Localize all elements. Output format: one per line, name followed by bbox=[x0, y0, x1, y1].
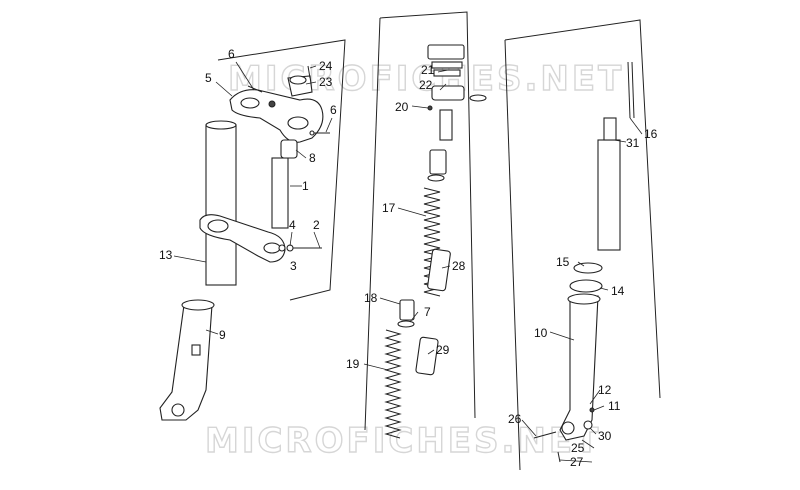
ball-20 bbox=[427, 105, 433, 111]
lower-slider-right bbox=[559, 295, 599, 441]
lower-slider-left bbox=[159, 304, 213, 421]
callout-labels: 1 2 3 4 5 6 6 7 8 9 10 11 12 13 14 15 16… bbox=[159, 47, 658, 469]
callout-1: 1 bbox=[302, 179, 309, 193]
panel-frame-right bbox=[504, 19, 661, 471]
callout-2: 2 bbox=[313, 218, 320, 232]
washer-3 bbox=[278, 244, 286, 252]
callout-22: 22 bbox=[419, 78, 433, 92]
callout-8: 8 bbox=[309, 151, 316, 165]
damper-piston bbox=[429, 149, 447, 175]
o-ring bbox=[469, 94, 487, 102]
bolt-24 bbox=[307, 65, 311, 79]
callout-7: 7 bbox=[424, 305, 431, 319]
callout-6-side: 6 bbox=[330, 103, 337, 117]
screw-27 bbox=[557, 451, 561, 463]
clamp-hole-left bbox=[240, 97, 260, 109]
callout-11: 11 bbox=[608, 399, 621, 413]
seal-14 bbox=[569, 279, 603, 293]
washer-30 bbox=[583, 420, 593, 430]
callout-16: 16 bbox=[644, 127, 658, 141]
panel-frame-middle bbox=[364, 11, 476, 431]
fork-stanchion bbox=[205, 124, 237, 286]
callout-31: 31 bbox=[626, 136, 640, 150]
callout-13: 13 bbox=[159, 248, 173, 262]
callout-20: 20 bbox=[395, 100, 409, 114]
callout-14: 14 bbox=[611, 284, 625, 298]
callout-17: 17 bbox=[382, 201, 396, 215]
callout-9: 9 bbox=[219, 328, 226, 342]
callout-27: 27 bbox=[570, 455, 584, 469]
fork-assembly-left bbox=[159, 65, 330, 421]
callout-23: 23 bbox=[319, 75, 333, 89]
callout-4: 4 bbox=[289, 218, 296, 232]
spring-19 bbox=[384, 329, 402, 439]
callout-5: 5 bbox=[205, 71, 212, 85]
callout-3: 3 bbox=[290, 259, 297, 273]
spacer-18 bbox=[399, 299, 415, 321]
rod-16 bbox=[627, 61, 631, 119]
callout-21: 21 bbox=[421, 63, 435, 77]
ring-21a bbox=[431, 61, 463, 69]
bolt-6-top bbox=[247, 85, 263, 93]
leader-lines bbox=[173, 61, 643, 463]
callout-24: 24 bbox=[319, 59, 333, 73]
callout-26: 26 bbox=[508, 412, 522, 426]
callout-30: 30 bbox=[598, 429, 612, 443]
watermark-bottom: MICROFICHES.NET bbox=[205, 421, 601, 461]
ring-21b bbox=[433, 69, 461, 77]
callout-29: 29 bbox=[436, 343, 450, 357]
callout-28: 28 bbox=[452, 259, 466, 273]
bolt-26 bbox=[533, 431, 557, 439]
callout-12: 12 bbox=[598, 383, 612, 397]
adjuster-22 bbox=[431, 85, 465, 101]
top-cap bbox=[427, 44, 465, 60]
callout-18: 18 bbox=[364, 291, 378, 305]
filter-29 bbox=[415, 336, 439, 376]
damper-tube-16 bbox=[597, 139, 621, 251]
clamp-hole-right bbox=[287, 116, 309, 130]
callout-10: 10 bbox=[534, 326, 548, 340]
stem-bushing bbox=[280, 139, 298, 159]
fork-assembly-right bbox=[533, 61, 635, 463]
callout-19: 19 bbox=[346, 357, 360, 371]
clamp-nut bbox=[268, 100, 276, 108]
callout-25: 25 bbox=[571, 441, 585, 455]
panel-frame-left bbox=[217, 39, 346, 301]
callout-6-top: 6 bbox=[228, 47, 235, 61]
nut-11 bbox=[589, 407, 595, 413]
filter-28 bbox=[427, 248, 451, 292]
steering-stem bbox=[271, 157, 289, 229]
washer-7 bbox=[397, 320, 415, 328]
seal-15 bbox=[573, 262, 603, 274]
callout-15: 15 bbox=[556, 255, 570, 269]
damper-rod bbox=[439, 109, 453, 141]
